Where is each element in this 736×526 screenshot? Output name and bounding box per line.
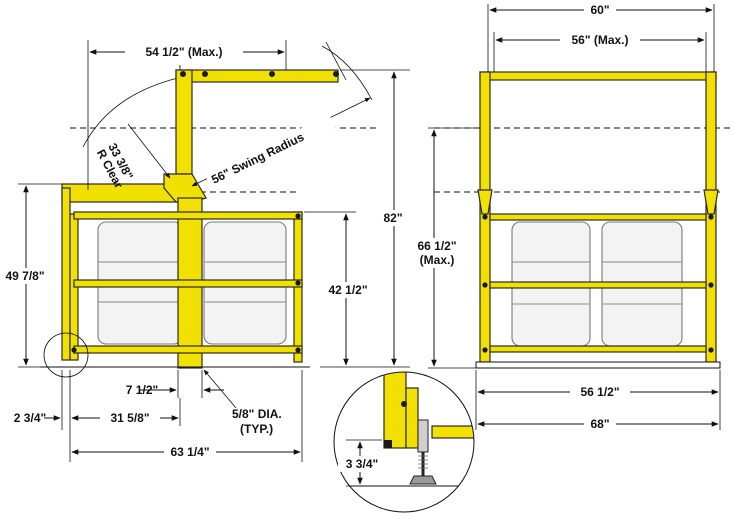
front-base	[475, 361, 721, 369]
rail-top	[73, 211, 303, 220]
dim-top-width: 60"	[590, 3, 609, 17]
detail-post	[383, 372, 407, 449]
dim-gate-height: 49 7/8"	[5, 269, 44, 283]
front-view: 60" 56" (Max.) 66 1/2" (Max.) 56 1/2" 68…	[412, 2, 730, 432]
dim-width-max: 54 1/2" (Max.)	[145, 45, 222, 59]
front-top-bar	[479, 71, 717, 81]
swing-arc	[321, 45, 373, 101]
dim-base-overall-width: 68"	[590, 417, 609, 431]
detail-leveler-nut	[417, 419, 429, 453]
dim-height-max-note: (Max.)	[420, 253, 455, 267]
dim-rail-height: 42 1/2"	[328, 283, 367, 297]
dim-pin-diameter: 5/8" DIA.	[232, 407, 282, 421]
detail-callout-circle	[43, 332, 89, 378]
dim-offset: 2 3/4"	[14, 411, 46, 425]
dim-overall-depth: 63 1/4"	[170, 445, 209, 459]
dim-leveler-height: 3 3/4"	[346, 457, 378, 471]
front-rail-mid	[489, 281, 707, 289]
dim-base-inner-width: 56 1/2"	[580, 385, 619, 399]
dim-span: 31 5/8"	[110, 411, 149, 425]
dim-post-width: 7 1/2"	[126, 383, 158, 397]
dim-pin-diameter-note: (TYP.)	[240, 422, 273, 436]
detail-view: 3 3/4"	[333, 371, 475, 513]
detail-leveler-foot	[409, 475, 437, 485]
rail-mid	[73, 279, 303, 288]
dim-overall-height: 82"	[383, 211, 402, 225]
front-rail-top	[489, 213, 707, 221]
swing-arm-post	[175, 69, 193, 175]
rail-bottom	[73, 345, 303, 354]
swing-arm-top	[175, 69, 339, 83]
detail-rail	[431, 425, 474, 439]
front-rail-bottom	[489, 345, 707, 353]
dim-height-max: 66 1/2"	[417, 239, 456, 253]
clear-arc	[82, 77, 179, 148]
dim-inner-width-max: 56" (Max.)	[571, 33, 628, 47]
detail-circle	[333, 371, 475, 513]
gate-post-left	[61, 187, 71, 361]
dim-swing-radius: 56" Swing Radius	[209, 130, 306, 187]
